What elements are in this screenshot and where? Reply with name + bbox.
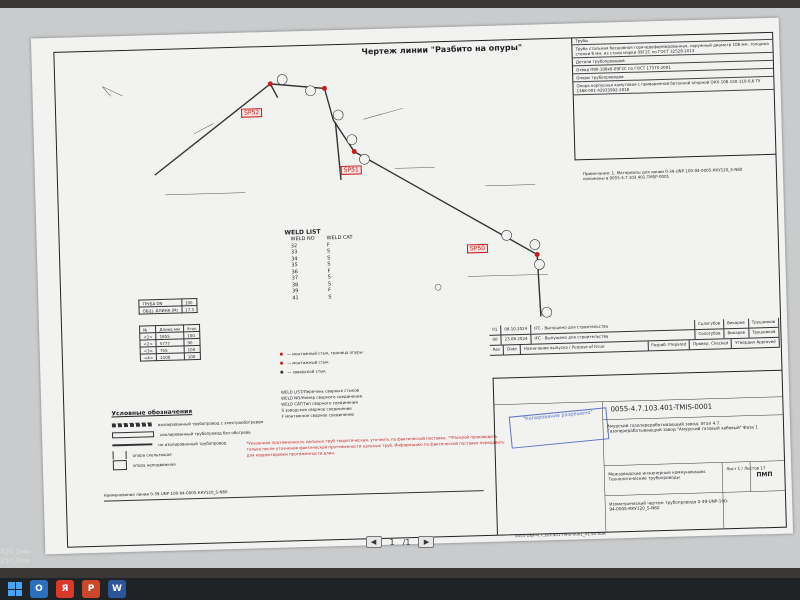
legend-text: — монтажный стык xyxy=(287,359,329,366)
windows-start-icon[interactable] xyxy=(8,582,22,596)
page-next-button[interactable]: ▶ xyxy=(418,536,435,548)
drawing-sheet: Чертеж линии "Разбито на опуры" xyxy=(30,17,794,555)
black-dot-icon xyxy=(280,370,284,374)
rev-cell: Разраб. Prepared xyxy=(648,340,691,351)
document-viewer: Чертеж линии "Разбито на опуры" xyxy=(0,8,800,568)
outlook-icon[interactable]: O xyxy=(30,580,48,598)
company-logo: ПМП xyxy=(756,471,773,479)
joint-legend: — монтажный стык, граница опуры — монтаж… xyxy=(279,347,364,376)
insulated-pipe-icon xyxy=(111,431,155,439)
fixed-support-icon xyxy=(112,460,128,471)
specification-table: Трубы Труба стальная бесшовная горячедеф… xyxy=(571,31,776,161)
sp50-label: SP50 xyxy=(466,243,489,254)
symbols-legend: Условные обозначения изолированный трубо… xyxy=(111,406,264,471)
symbol-text: опора скользящая xyxy=(132,451,172,458)
symbol-text: не изолированный трубопровод xyxy=(158,439,227,447)
symbol-text: опора неподвижная xyxy=(132,461,176,468)
taskbar: O Я P W xyxy=(0,578,800,600)
rev-cell: Викарев xyxy=(724,318,749,329)
bare-pipe-icon xyxy=(112,443,153,447)
cell: <4> xyxy=(140,353,157,362)
rev-cell: 08.10.2024 xyxy=(501,324,532,335)
rev-cell: Трушников xyxy=(748,327,780,338)
legend-text: — заводской стык xyxy=(287,368,326,375)
sliding-support-icon xyxy=(112,451,127,460)
rev-cell: Провер. Checked xyxy=(690,339,733,350)
rev-cell: Сологубов xyxy=(695,329,725,340)
sheet-width: 420,2мм xyxy=(0,548,31,556)
rev-cell: Викарев xyxy=(724,328,750,339)
cell: 17.3 xyxy=(181,305,198,313)
symbol-text: изолированный трубопровод с электрообогр… xyxy=(157,418,264,427)
sp52-label: SP52 xyxy=(240,108,263,118)
symbol-text: изолированный трубопровод без обогрева xyxy=(159,429,251,437)
cell: 100 xyxy=(184,352,201,360)
rev-cell: 00 xyxy=(489,335,502,345)
yandex-icon[interactable]: Я xyxy=(56,580,74,598)
legend-text: — монтажный стык, граница опуры xyxy=(286,349,363,357)
page-navigator: ◀ 1 /1 ▶ xyxy=(0,532,800,552)
weld-cat: S xyxy=(328,293,332,300)
weld-legend: WELD LIST/Перечень сварных стыков WELD N… xyxy=(281,387,363,419)
heated-pipe-icon xyxy=(111,422,152,428)
word-icon[interactable]: W xyxy=(108,580,126,598)
rev-cell: Сологубов xyxy=(695,319,725,330)
sheet-height: 297,0мм xyxy=(0,557,31,565)
sp51-label: SP51 xyxy=(340,165,362,175)
title-block-grid xyxy=(494,396,785,532)
red-dot-icon xyxy=(280,361,284,365)
rev-cell: Утвердил Approved xyxy=(732,337,780,349)
isometric-pipe-drawing xyxy=(102,74,553,318)
rev-cell: Трушников xyxy=(748,317,780,328)
cell: ОБЩ. ДЛИНА (М) xyxy=(138,305,182,315)
sheet-dimensions: 420,2мм 297,0мм xyxy=(0,548,50,566)
page-current[interactable]: 1 xyxy=(389,537,395,547)
rev-cell: 01 xyxy=(489,325,502,335)
rev-cell: Rev xyxy=(489,345,505,355)
cell: 2100 xyxy=(156,352,185,361)
title-block: 0055-4.7.103.401-TMIS-0001 Амурский газо… xyxy=(492,369,786,535)
red-dot-icon xyxy=(279,352,283,356)
powerpoint-icon[interactable]: P xyxy=(82,580,100,598)
page-prev-button[interactable]: ◀ xyxy=(365,536,382,548)
rev-cell: Date xyxy=(504,344,521,355)
page-total: /1 xyxy=(402,537,411,547)
weld-no: 41 xyxy=(292,294,299,301)
rev-cell: 23.08.2024 xyxy=(501,334,532,345)
